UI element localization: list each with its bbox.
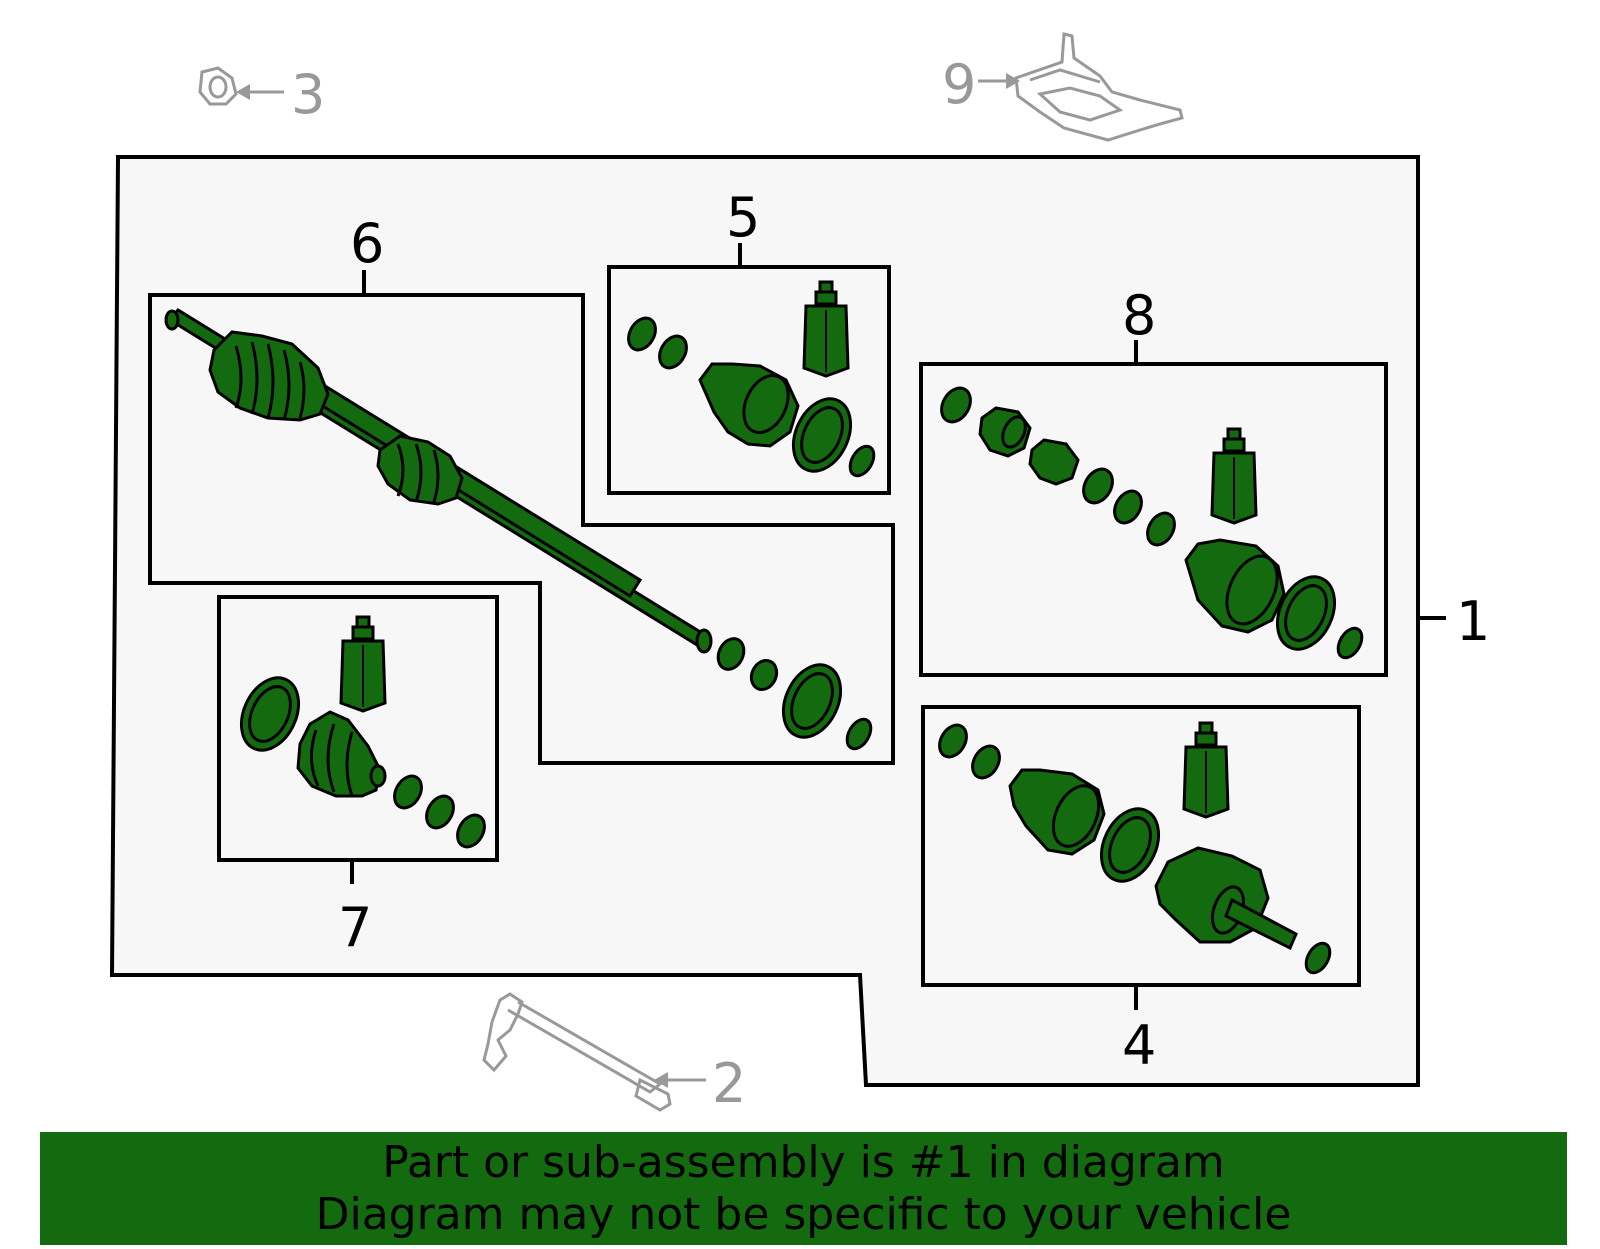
- callout-3-arrow: [236, 84, 250, 100]
- callout-6-label: 6: [350, 212, 384, 275]
- context-part-3-nut: [198, 66, 238, 106]
- footer-line-1: Part or sub-assembly is #1 in diagram: [382, 1136, 1225, 1188]
- callout-5-label: 5: [726, 186, 760, 249]
- callout-8-label: 8: [1122, 284, 1156, 347]
- callout-9-arrow: [1006, 73, 1020, 89]
- callout-3-label: 3: [291, 63, 325, 126]
- callout-1-label: 1: [1456, 590, 1490, 653]
- callout-2-label: 2: [712, 1052, 746, 1115]
- callout-4-label: 4: [1122, 1014, 1156, 1077]
- callout-2-arrow: [654, 1072, 668, 1088]
- box-7-parts: [239, 615, 486, 849]
- callout-9-label: 9: [942, 53, 976, 116]
- footer-line-2: Diagram may not be specific to your vehi…: [315, 1188, 1292, 1240]
- box-4-parts: [938, 721, 1332, 975]
- footer-banner: Part or sub-assembly is #1 in diagram Di…: [40, 1132, 1567, 1245]
- context-part-2-tie-rod: [482, 992, 672, 1112]
- axle-shaft-assembly: [164, 308, 873, 751]
- context-part-9-shield: [1014, 32, 1184, 142]
- callout-7-label: 7: [338, 896, 372, 959]
- box-5-parts: [627, 280, 876, 478]
- box-8-parts: [940, 386, 1364, 660]
